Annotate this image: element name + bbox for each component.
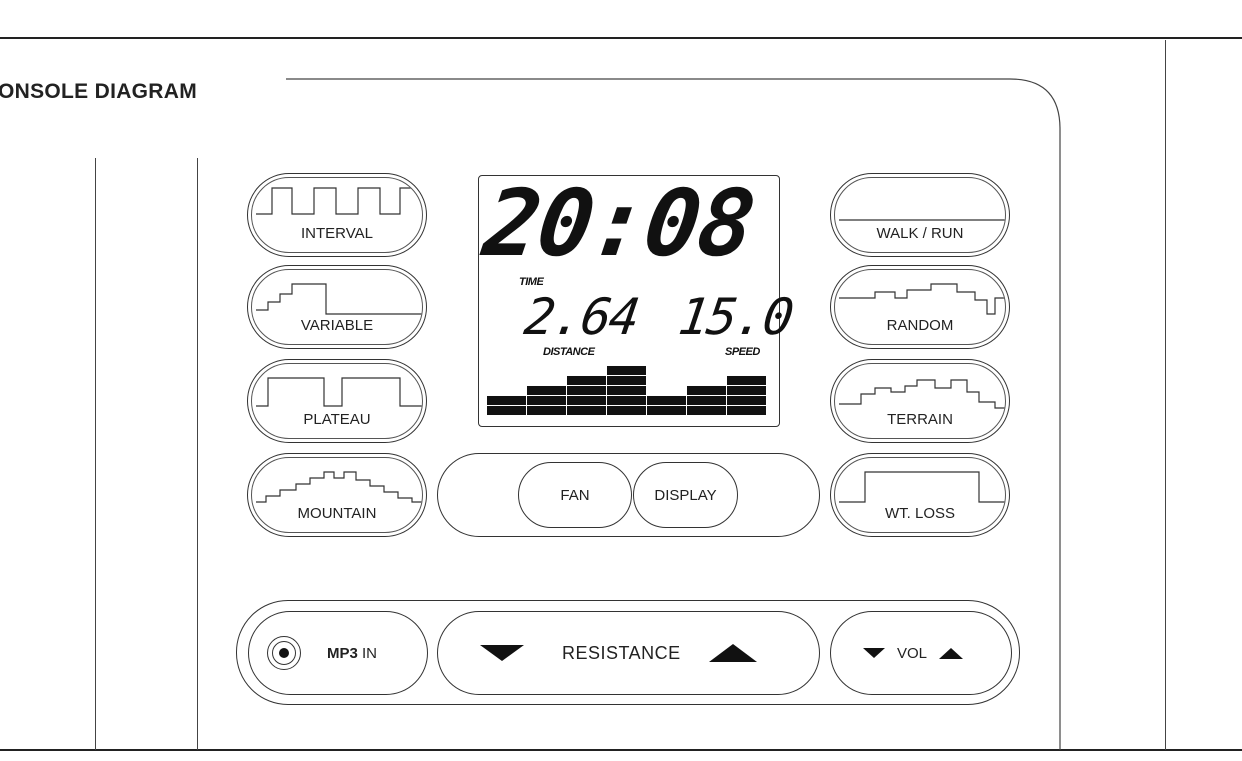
wt-loss-profile-icon xyxy=(839,471,1005,503)
profile-bar-segment xyxy=(567,386,606,395)
resistance-control: RESISTANCE xyxy=(437,611,820,695)
program-label: PLATEAU xyxy=(303,411,371,428)
mp3-in-jack[interactable]: MP3 IN xyxy=(248,611,428,695)
fan-button[interactable]: FAN xyxy=(518,462,632,528)
profile-bar-segment xyxy=(607,396,646,405)
program-label: MOUNTAIN xyxy=(297,505,377,522)
profile-bar-segment xyxy=(687,406,726,415)
volume-label: VOL xyxy=(897,644,928,662)
program-button-mountain[interactable]: MOUNTAIN xyxy=(247,453,427,537)
program-label: WALK / RUN xyxy=(876,225,964,242)
bottom-control-bar xyxy=(236,600,1020,705)
profile-bar-segment xyxy=(607,376,646,385)
fan-display-panel xyxy=(437,453,820,537)
profile-bar-segment xyxy=(727,386,766,395)
profile-bar-segment xyxy=(607,386,646,395)
program-button-walk-run[interactable]: WALK / RUN xyxy=(830,173,1010,257)
program-label: VARIABLE xyxy=(300,317,374,334)
top-rule xyxy=(0,37,1242,39)
program-button-terrain[interactable]: TERRAIN xyxy=(830,359,1010,443)
profile-bar-segment xyxy=(527,396,566,405)
fan-label: FAN xyxy=(560,486,590,504)
distance-label: DISTANCE xyxy=(543,346,595,358)
profile-bar-segment xyxy=(607,406,646,415)
time-readout: 20:08 xyxy=(477,170,760,277)
random-profile-icon xyxy=(839,283,1005,315)
profile-bar-segment xyxy=(567,396,606,405)
program-label: RANDOM xyxy=(886,317,954,334)
interval-profile-icon xyxy=(256,187,420,215)
profile-bar-segment xyxy=(727,396,766,405)
profile-bar-segment xyxy=(527,386,566,395)
program-label: INTERVAL xyxy=(301,225,373,242)
mountain-profile-icon xyxy=(256,471,422,503)
program-button-variable[interactable]: VARIABLE xyxy=(247,265,427,349)
profile-bar-segment xyxy=(647,396,686,405)
mp3-in-label: IN xyxy=(357,644,378,662)
resistance-down-button[interactable] xyxy=(480,645,524,661)
resistance-up-button[interactable] xyxy=(708,644,757,662)
volume-control: VOL xyxy=(830,611,1012,695)
mp3-label: MP3 xyxy=(327,644,358,662)
section-title: ONSOLE DIAGRAM xyxy=(0,80,198,103)
display-button[interactable]: DISPLAY xyxy=(633,462,738,528)
right-margin-line xyxy=(1165,40,1166,750)
left-margin-line xyxy=(95,158,96,750)
program-label: TERRAIN xyxy=(887,411,953,428)
profile-bar-segment xyxy=(727,376,766,385)
audio-jack-icon xyxy=(267,636,301,670)
profile-bar-segment xyxy=(567,406,606,415)
profile-bar-segment xyxy=(687,386,726,395)
plateau-profile-icon xyxy=(256,377,422,407)
console-left-edge xyxy=(197,158,198,750)
profile-bar-segment xyxy=(567,376,606,385)
display-label: DISPLAY xyxy=(654,486,717,504)
profile-bar-segment xyxy=(687,396,726,405)
profile-bar-segment xyxy=(487,406,526,415)
profile-bar-segment xyxy=(607,366,646,375)
program-button-random[interactable]: RANDOM xyxy=(830,265,1010,349)
program-button-plateau[interactable]: PLATEAU xyxy=(247,359,427,443)
speed-label: SPEED xyxy=(725,346,760,358)
profile-bar-segment xyxy=(727,406,766,415)
program-button-interval[interactable]: INTERVAL xyxy=(247,173,427,257)
distance-readout: 2.64 xyxy=(520,288,642,346)
profile-bar-segment xyxy=(487,396,526,405)
variable-profile-icon xyxy=(256,283,422,315)
terrain-profile-icon xyxy=(839,379,1005,409)
resistance-label: RESISTANCE xyxy=(562,642,681,663)
profile-bar-segment xyxy=(647,406,686,415)
walk-run-profile-icon xyxy=(839,219,1005,221)
profile-bar-segment xyxy=(527,406,566,415)
program-label: WT. LOSS xyxy=(884,505,955,522)
volume-down-button[interactable] xyxy=(863,648,885,658)
lcd-display: 20:08 TIME 2.64 DISTANCE 15.0 SPEED xyxy=(477,170,795,427)
bottom-rule xyxy=(0,749,1242,751)
speed-readout: 15.0 xyxy=(674,288,796,346)
volume-up-button[interactable] xyxy=(939,647,964,659)
program-button-wt-loss[interactable]: WT. LOSS xyxy=(830,453,1010,537)
time-label: TIME xyxy=(519,276,544,288)
